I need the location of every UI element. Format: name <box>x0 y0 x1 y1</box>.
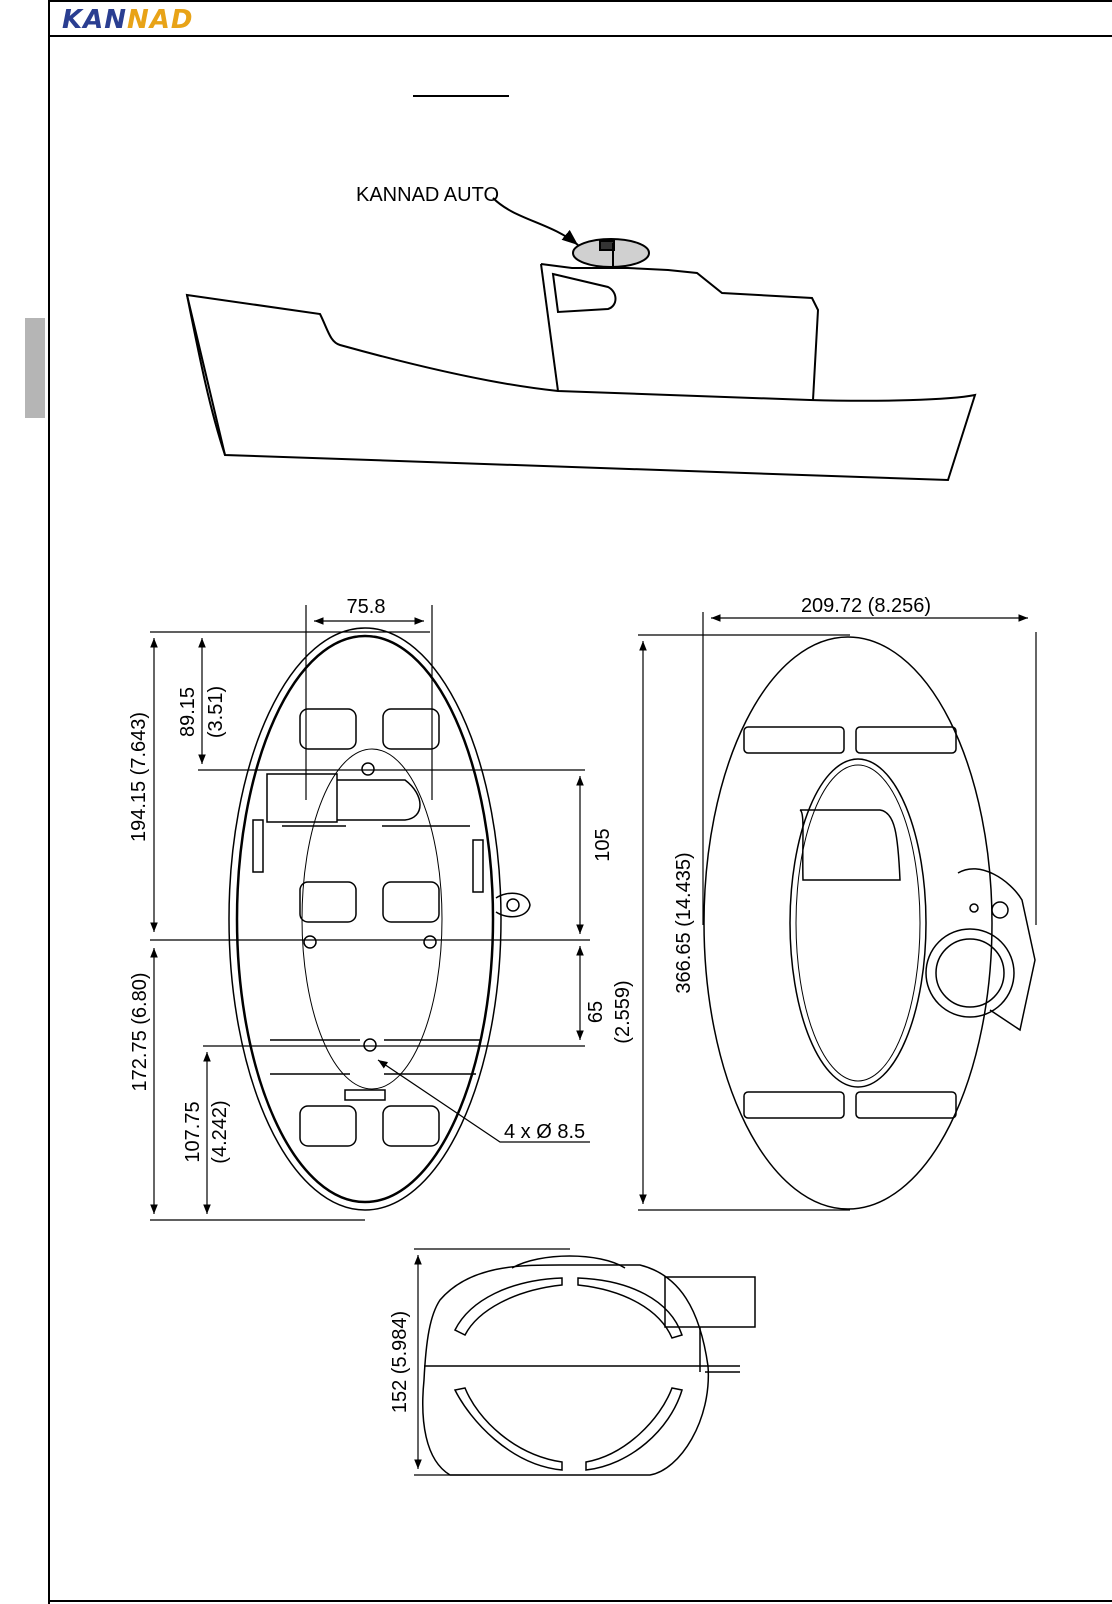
dim-holes: 4 x Ø 8.5 <box>504 1121 585 1143</box>
dim-65-in: (2.559) <box>612 980 634 1043</box>
dim-107-75-in: (4.242) <box>209 1100 231 1163</box>
beacon-side-view <box>423 1256 755 1475</box>
dim-89-15: 89.15 <box>177 687 199 737</box>
callout-label: KANNAD AUTO <box>356 184 499 206</box>
dim-107-75: 107.75 <box>182 1101 204 1162</box>
bracket-plan-view <box>229 628 530 1210</box>
dim-65: 65 <box>585 1001 607 1023</box>
dim-89-15-in: (3.51) <box>205 686 227 738</box>
beacon-top-view <box>704 637 1035 1209</box>
dim-194-15: 194.15 (7.643) <box>128 712 150 842</box>
dim-width-75-8: 75.8 <box>347 596 386 618</box>
dim-172-75: 172.75 (6.80) <box>129 973 151 1092</box>
dim-overall-width: 209.72 (8.256) <box>801 595 931 617</box>
side-view-dimensions <box>414 1249 570 1475</box>
dim-overall-height: 366.65 (14.435) <box>673 852 695 993</box>
dim-105: 105 <box>592 828 614 861</box>
dim-depth: 152 (5.984) <box>389 1311 411 1413</box>
callout-arrow <box>493 198 578 245</box>
boat-illustration <box>187 239 975 480</box>
